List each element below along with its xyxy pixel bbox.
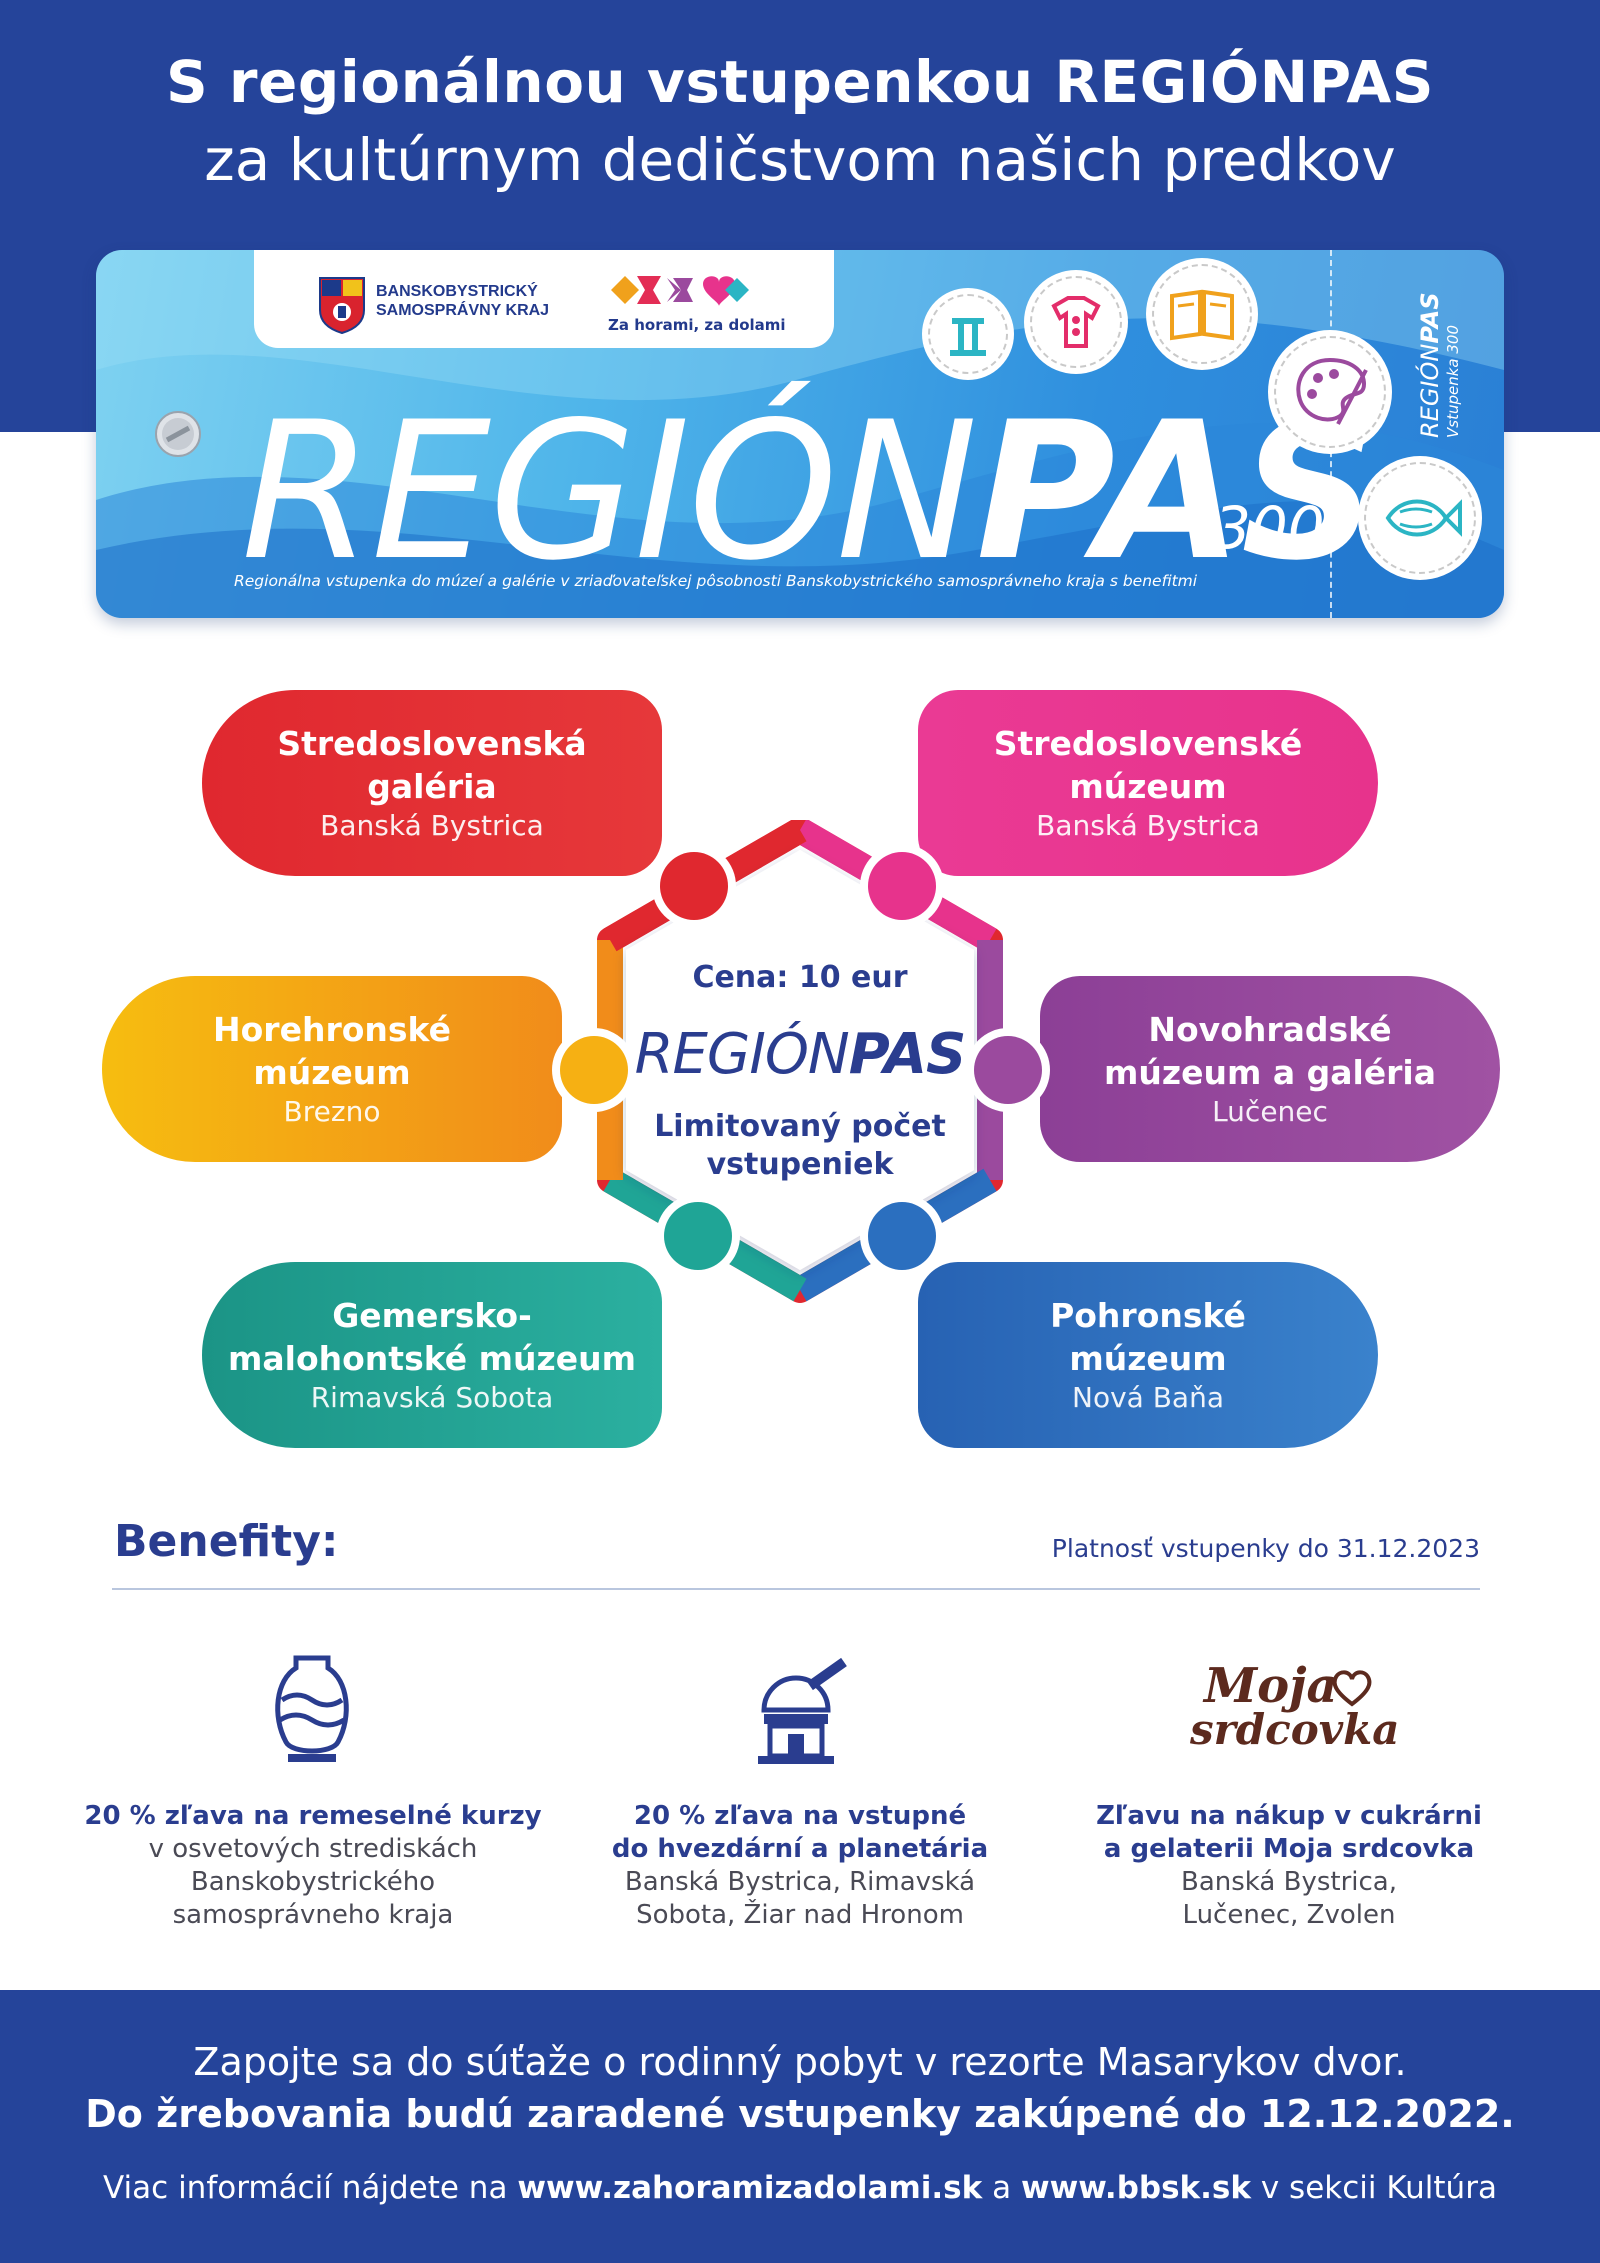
benefits-title: Benefity: <box>114 1516 339 1567</box>
fish-vase-icon <box>1358 456 1482 580</box>
benefit-title: a gelaterii Moja srdcovka <box>1103 1834 1475 1864</box>
institution-name: Horehronské <box>213 1010 451 1049</box>
more-info-pre: Viac informácií nájdete na <box>103 2170 518 2206</box>
ticket-stub-label: REGIÓNPAS Vstupenka 300 <box>1416 278 1470 438</box>
institution-name: múzeum a galéria <box>1103 1053 1437 1092</box>
stub-bold: PAS <box>1416 292 1444 344</box>
institution-name: múzeum <box>1069 1339 1227 1378</box>
institution-name: Stredoslovenské <box>993 724 1303 763</box>
node-red <box>652 844 736 928</box>
ticket-caption: Regionálna vstupenka do múzeí a galérie … <box>234 572 1198 590</box>
brand-number: 300 <box>1214 494 1325 562</box>
institution-name: malohontské múzeum <box>228 1339 636 1378</box>
institution-card-stredoslovenska-galeria: Stredoslovenská galéria Banská Bystrica <box>202 690 662 876</box>
institution-city: Rimavská Sobota <box>310 1381 554 1414</box>
contest-text: Zapojte sa do súťaže o rodinný pobyt v r… <box>193 2040 1407 2084</box>
node-purple <box>966 1028 1050 1112</box>
hub-note-line2: vstupeniek <box>706 1147 894 1182</box>
bbsk-logo-text: BANSKOBYSTRICKÝ SAMOSPRÁVNY KRAJ <box>376 282 549 320</box>
headline-subtitle: za kultúrnym dedičstvom našich predkov <box>204 126 1396 194</box>
observatory-icon <box>758 1657 847 1764</box>
za-horami-logo-icon <box>611 276 749 306</box>
benefit-title: Zľavu na nákup v cukrárni <box>1096 1801 1482 1831</box>
validity-date: Platnosť vstupenky do 31.12.2023 <box>1051 1534 1480 1563</box>
vase-icon <box>275 1655 349 1762</box>
hub-note: Limitovaný počet vstupeniek <box>620 1108 980 1184</box>
benefit-title: 20 % zľava na vstupné <box>633 1801 967 1831</box>
node-pink <box>860 844 944 928</box>
rivet-icon <box>155 411 201 457</box>
institution-card-horehronske-muzeum: Horehronské múzeum Brezno <box>102 976 562 1162</box>
institution-city: Nová Baňa <box>1072 1381 1224 1414</box>
headline-title: S regionálnou vstupenkou REGIÓNPAS <box>165 48 1435 116</box>
more-info-text: Viac informácií nájdete na www.zahoramiz… <box>0 2170 1600 2206</box>
benefit-desc: Sobota, Žiar nad Hronom <box>636 1900 964 1930</box>
benefit-desc: Banská Bystrica, <box>1181 1867 1397 1897</box>
hub-price: Cena: 10 eur <box>692 960 908 995</box>
heart-icon <box>1332 1670 1372 1707</box>
institution-city: Banská Bystrica <box>320 809 544 842</box>
logo-text-moja: Moja <box>1204 1658 1338 1714</box>
institution-name: galéria <box>367 767 497 806</box>
benefit-desc: samosprávneho kraja <box>172 1900 454 1930</box>
hub-brand-light: REGIÓN <box>634 1022 850 1087</box>
institution-city: Banská Bystrica <box>1036 809 1260 842</box>
footer-band <box>0 1990 1600 2263</box>
moja-srdcovka-logo: Moja srdcovka <box>1190 1660 1410 1770</box>
benefit-crafts: 20 % zľava na remeselné kurzy v osvetový… <box>78 1800 548 1932</box>
more-info-post: v sekcii Kultúra <box>1251 2170 1497 2206</box>
bbsk-crest-icon <box>319 277 365 334</box>
book-icon <box>1146 258 1258 370</box>
website-link-zahoramizadolami[interactable]: www.zahoramizadolami.sk <box>517 2170 983 2206</box>
more-info-mid: a <box>982 2170 1021 2206</box>
benefit-cafe: Zľavu na nákup v cukrárni a gelaterii Mo… <box>1054 1800 1524 1932</box>
regionpas-ticket: BANSKOBYSTRICKÝ SAMOSPRÁVNY KRAJ Za hora… <box>96 250 1504 618</box>
institution-name: múzeum <box>1069 767 1227 806</box>
bbsk-line1: BANSKOBYSTRICKÝ <box>376 283 538 300</box>
institution-city: Brezno <box>283 1095 381 1128</box>
hub-brand: REGIÓNPAS <box>620 1022 980 1087</box>
hub-note-line1: Limitovaný počet <box>654 1109 946 1144</box>
bbsk-line2: SAMOSPRÁVNY KRAJ <box>376 302 550 319</box>
folk-shirt-icon <box>1024 270 1128 374</box>
logo-text-srdcovka: srdcovka <box>1190 1705 1400 1754</box>
institution-card-novohradske-muzeum: Novohradské múzeum a galéria Lučenec <box>1040 976 1500 1162</box>
node-blue <box>860 1194 944 1278</box>
website-link-bbsk[interactable]: www.bbsk.sk <box>1020 2170 1251 2206</box>
column-icon <box>922 288 1014 380</box>
benefit-title: 20 % zľava na remeselné kurzy <box>84 1801 542 1831</box>
node-yellow <box>552 1028 636 1112</box>
draw-deadline-text: Do žrebovania budú zaradené vstupenky za… <box>85 2092 1515 2136</box>
benefit-desc: Banská Bystrica, Rimavská <box>624 1867 976 1897</box>
stub-subtitle: Vstupenka 300 <box>1444 325 1462 438</box>
benefit-observatory: 20 % zľava na vstupné do hvezdární a pla… <box>565 1800 1035 1932</box>
benefit-title: do hvezdární a planetária <box>611 1834 989 1864</box>
campaign-name: Za horami, za dolami <box>608 316 786 334</box>
node-teal <box>656 1194 740 1278</box>
benefit-desc: Lučenec, Zvolen <box>1182 1900 1396 1930</box>
institution-city: Lučenec <box>1212 1095 1328 1128</box>
hub-brand-bold: PAS <box>848 1022 967 1087</box>
institution-card-pohronske-muzeum: Pohronské múzeum Nová Baňa <box>918 1262 1378 1448</box>
divider <box>112 1588 1480 1590</box>
institution-name: múzeum <box>253 1053 411 1092</box>
institution-card-gemersko-malohontske-muzeum: Gemersko- malohontské múzeum Rimavská So… <box>202 1262 662 1448</box>
institution-name: Pohronské <box>1050 1296 1246 1335</box>
benefit-desc: v osvetových strediskách <box>148 1834 478 1864</box>
institution-name: Stredoslovenská <box>277 724 587 763</box>
institution-name: Gemersko- <box>332 1296 532 1335</box>
palette-icon <box>1268 330 1392 454</box>
benefit-desc: Banskobystrického <box>190 1867 436 1897</box>
stub-light: REGIÓN <box>1416 343 1444 438</box>
institution-card-stredoslovenske-muzeum: Stredoslovenské múzeum Banská Bystrica <box>918 690 1378 876</box>
ticket-brand: REGIÓNPAS <box>241 392 1378 592</box>
brand-light: REGIÓN <box>241 381 978 602</box>
institution-name: Novohradské <box>1148 1010 1392 1049</box>
